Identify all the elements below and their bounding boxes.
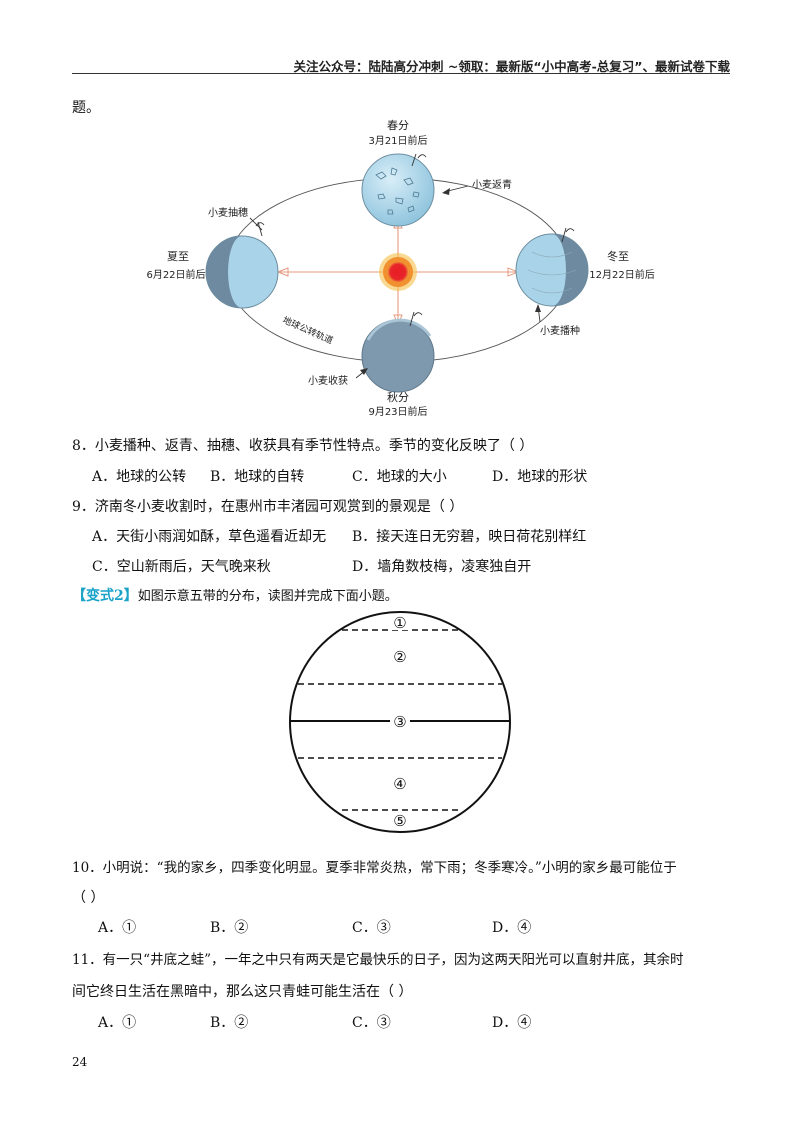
spring-date: 3月21日前后 — [368, 134, 427, 147]
q10-option-a[interactable]: A．① — [98, 920, 137, 936]
q10-option-b[interactable]: B．② — [210, 920, 249, 936]
q10-option-d[interactable]: D．④ — [492, 920, 532, 936]
label-regreen: 小麦返青 — [472, 178, 512, 191]
variant2-tag: 【变式2】 — [72, 588, 138, 604]
z5-bg — [390, 812, 410, 828]
q8-option-b[interactable]: B．地球的自转 — [210, 469, 305, 485]
q11-option-a[interactable]: A．① — [98, 1015, 137, 1031]
winter-date: 12月22日前后 — [589, 268, 654, 281]
pointer-regreen-head — [442, 188, 450, 195]
zone-5-label: ⑤ — [393, 812, 406, 830]
page-number: 24 — [72, 1055, 88, 1069]
summer-date: 6月22日前后 — [146, 268, 205, 281]
q11-stem-line1: 11．有一只“井底之蛙”，一年之中只有两天是它最快乐的日子，因为这两天阳光可以直… — [72, 952, 684, 968]
earth-winter-icon — [515, 227, 589, 307]
q9-option-a[interactable]: A．天街小雨润如酥，草色遥看近却无 — [92, 529, 327, 545]
variant2-heading: 【变式2】如图示意五带的分布，读图并完成下面小题。 — [72, 586, 398, 607]
zone-2-label: ② — [393, 648, 406, 666]
winter-title: 冬至 — [607, 249, 629, 263]
sun-icon — [379, 253, 417, 291]
summer-title: 夏至 — [167, 250, 189, 263]
z3-bg — [390, 712, 410, 730]
lead-text: 题。 — [72, 100, 100, 116]
q8-stem: 8．小麦播种、返青、抽穗、收获具有季节性特点。季节的变化反映了（ ） — [72, 438, 534, 454]
z1-bg — [390, 614, 410, 630]
pointer-harvest-head — [360, 368, 368, 375]
pointer-sowing-head — [535, 304, 541, 312]
variant2-body: 如图示意五带的分布，读图并完成下面小题。 — [137, 589, 398, 604]
earth-spring-icon — [361, 153, 435, 227]
zone-3-label: ③ — [393, 713, 406, 731]
five-zones-figure: ① ② ③ ④ ⑤ — [289, 611, 511, 833]
q10-option-c[interactable]: C．③ — [352, 920, 391, 936]
label-heading: 小麦抽穗 — [208, 206, 248, 219]
q9-option-d[interactable]: D．墙角数枝梅，凌寒独自开 — [352, 559, 532, 575]
earth-autumn-icon — [361, 311, 435, 393]
q9-option-b[interactable]: B．接天连日无穷碧，映日荷花别样红 — [352, 529, 587, 545]
label-sowing: 小麦播种 — [540, 324, 580, 337]
autumn-title: 秋分 — [387, 390, 409, 404]
arrow-right — [507, 267, 520, 277]
autumn-date: 9月23日前后 — [368, 405, 427, 418]
q9-option-c[interactable]: C．空山新雨后，天气晚来秋 — [92, 559, 271, 575]
q8-option-d[interactable]: D．地球的形状 — [492, 469, 588, 485]
label-orbit: 地球公转轨道 — [281, 314, 335, 347]
spring-title: 春分 — [387, 119, 409, 132]
revolution-figure: 春分 3月21日前后 夏至 6月22日前后 冬至 12月22日前后 秋分 9月2… — [146, 119, 654, 418]
label-harvest: 小麦收获 — [308, 374, 348, 387]
q8-option-a[interactable]: A．地球的公转 — [92, 469, 187, 485]
q9-stem: 9．济南冬小麦收割时，在惠州市丰渚园可观赏到的景观是（ ） — [72, 499, 464, 515]
zone-1-label: ① — [393, 614, 406, 632]
header-rule — [72, 73, 730, 74]
pointer-heading — [249, 217, 263, 231]
q10-stem-line2: （ ） — [72, 890, 105, 906]
q11-option-c[interactable]: C．③ — [352, 1015, 391, 1031]
q10-stem-line1: 10．小明说：“我的家乡，四季变化明显。夏季非常炎热，常下雨；冬季寒冷。”小明的… — [72, 860, 677, 876]
q11-option-b[interactable]: B．② — [210, 1015, 249, 1031]
earth-summer-icon — [205, 221, 279, 309]
arrow-left — [276, 267, 289, 277]
zone-4-label: ④ — [393, 775, 406, 793]
q8-option-c[interactable]: C．地球的大小 — [352, 469, 447, 485]
q11-stem-line2: 间它终日生活在黑暗中，那么这只青蛙可能生活在（ ） — [72, 984, 413, 1000]
page-header: 关注公众号：陆陆高分冲刺 ~领取：最新版“小中高考-总复习”、最新试卷下载 — [293, 59, 730, 74]
q11-option-d[interactable]: D．④ — [492, 1015, 532, 1031]
